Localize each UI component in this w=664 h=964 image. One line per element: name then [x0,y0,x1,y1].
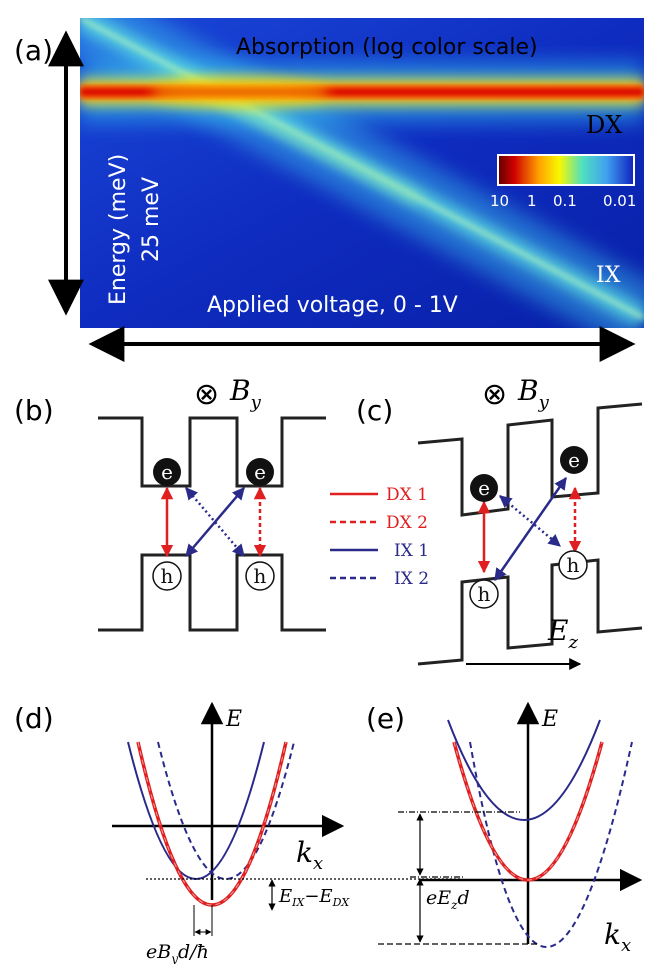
colorbar-tick: 0.01 [603,192,636,210]
d-k-axis-label: kx [296,836,323,874]
c-hole-left-label: h [478,582,491,606]
c-electron-right-label: e [568,448,580,472]
b-hole-right-label: h [254,564,267,588]
e-k-axis-label: kx [604,918,631,956]
panel-a-label: (a) [14,34,53,67]
panel-e-label: (e) [366,702,405,735]
c-ix2-arrow [499,495,561,547]
b-electron-left [153,458,181,486]
d-ix2-parabola [157,741,295,880]
d-ix1-parabola [127,741,265,880]
legend-dx2-label: DX 2 [386,513,428,533]
transition-legend: DX 1 DX 2 IX 1 IX 2 [330,485,429,589]
panel-a-title: Absorption (log color scale) [236,35,538,60]
d-shift-label: eByd/ħ [146,941,209,964]
b-field-name: By [229,374,262,413]
c-electron-right [560,446,588,474]
colorbar-tick: 0.1 [553,192,577,210]
c-electron-left-label: e [478,476,490,500]
e-energy-axis-label: E [541,707,558,732]
colorbar-gradient [497,154,635,186]
colorbar-tick: 10 [490,192,509,210]
e-dx2-parabola [453,741,603,881]
c-hole-right-label: h [567,553,580,577]
legend-dx1-label: DX 1 [386,485,428,505]
c-electron-left [470,474,498,502]
dx-red [80,88,644,96]
x-axis-label: Applied voltage, 0 - 1V [207,293,458,318]
d-gap-label: EIX−EDX [278,886,350,909]
anticrossing [150,76,330,108]
colorbar: 10 1 0.1 0.01 [490,154,636,210]
b-electron-right [246,458,274,486]
d-energy-axis-label: E [225,707,242,732]
b-electron-right-label: e [254,460,266,484]
b-conduction-band [98,416,326,488]
legend-ix1-label: IX 1 [394,541,429,561]
e-ix2-parabola [469,741,633,948]
panel-c-label: (c) [356,394,393,427]
panel-d: (d) E kx EIX−EDX eByd/ħ [14,701,460,964]
e-shift-label: eEzd [426,887,470,912]
dx-label: DX [586,111,622,139]
c-valence-band [417,558,643,666]
b-hole-left [152,561,182,591]
panel-b-label: (b) [14,394,54,427]
y-axis-label: Energy (meV) [106,154,131,305]
e-ix1-parabola [447,719,601,821]
b-field-symbol: ⊗ [194,377,219,412]
panel-c: (c) ⊗ By e e h h Ez [356,374,643,670]
c-hole-right [558,550,588,580]
colorbar-tick: 1 [527,192,537,210]
panel-e: (e) E kx eEzd [366,701,643,956]
legend-ix2-label: IX 2 [394,569,429,589]
b-hole-left-label: h [161,564,174,588]
panel-d-label: (d) [14,702,54,735]
c-conduction-band [417,402,643,517]
b-valence-band [98,553,326,632]
y-axis-scale: 25 meV [139,177,164,262]
ix-label: IX [596,263,621,288]
b-hole-right [245,561,275,591]
c-hole-left [469,579,499,609]
c-field-name: By [517,374,550,413]
panel-a: (a) Absorption (log color scale) DX IX 1… [14,18,644,362]
c-efield-label: Ez [547,614,578,653]
b-electron-left-label: e [161,460,173,484]
d-dx2-parabola [137,741,287,906]
panel-b: (b) ⊗ By e e h h [14,374,326,632]
c-field-symbol: ⊗ [482,377,507,412]
